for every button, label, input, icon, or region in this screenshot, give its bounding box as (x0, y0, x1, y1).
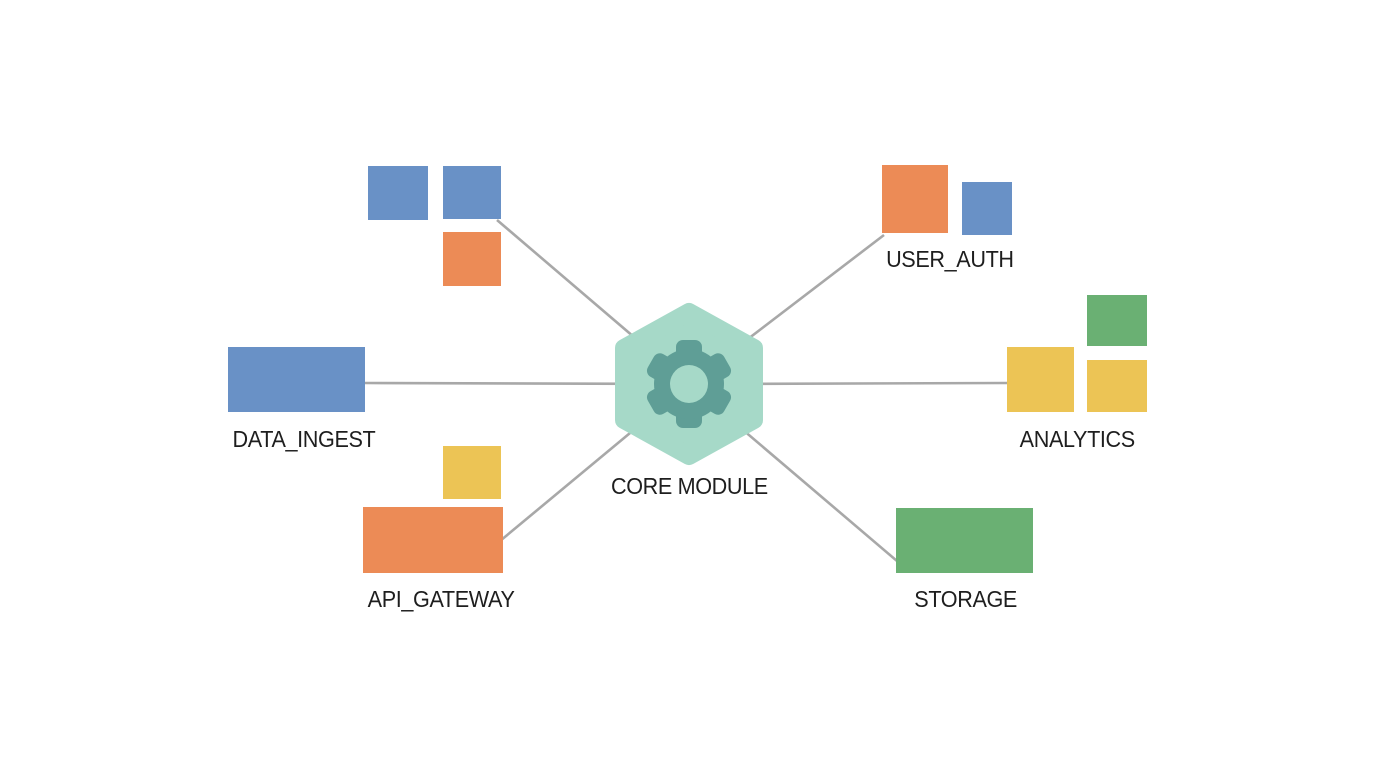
gear-icon (646, 340, 732, 428)
node-api-gateway (363, 507, 503, 573)
node-api-gateway-square-yellow (443, 446, 501, 499)
node-analytics-square-green (1087, 295, 1147, 346)
label-storage: STORAGE (914, 586, 1018, 612)
cluster-a-square-blue-2 (443, 166, 501, 219)
cluster-a-square-blue-1 (368, 166, 428, 220)
label-core-module: CORE MODULE (610, 473, 768, 499)
node-analytics-square-yellow-2 (1087, 360, 1147, 412)
node-analytics (1007, 347, 1074, 412)
label-analytics: ANALYTICS (1019, 426, 1135, 452)
cluster-a-square-orange (443, 232, 501, 286)
node-storage (896, 508, 1033, 573)
node-data-ingest (228, 347, 365, 412)
label-data-ingest: DATA_INGEST (232, 426, 376, 452)
label-user-auth: USER_AUTH (886, 246, 1014, 272)
node-user-auth (882, 165, 948, 233)
label-api-gateway: API_GATEWAY (367, 586, 515, 612)
node-user-auth-square-blue (962, 182, 1012, 235)
gear-hub-hole (670, 365, 708, 403)
